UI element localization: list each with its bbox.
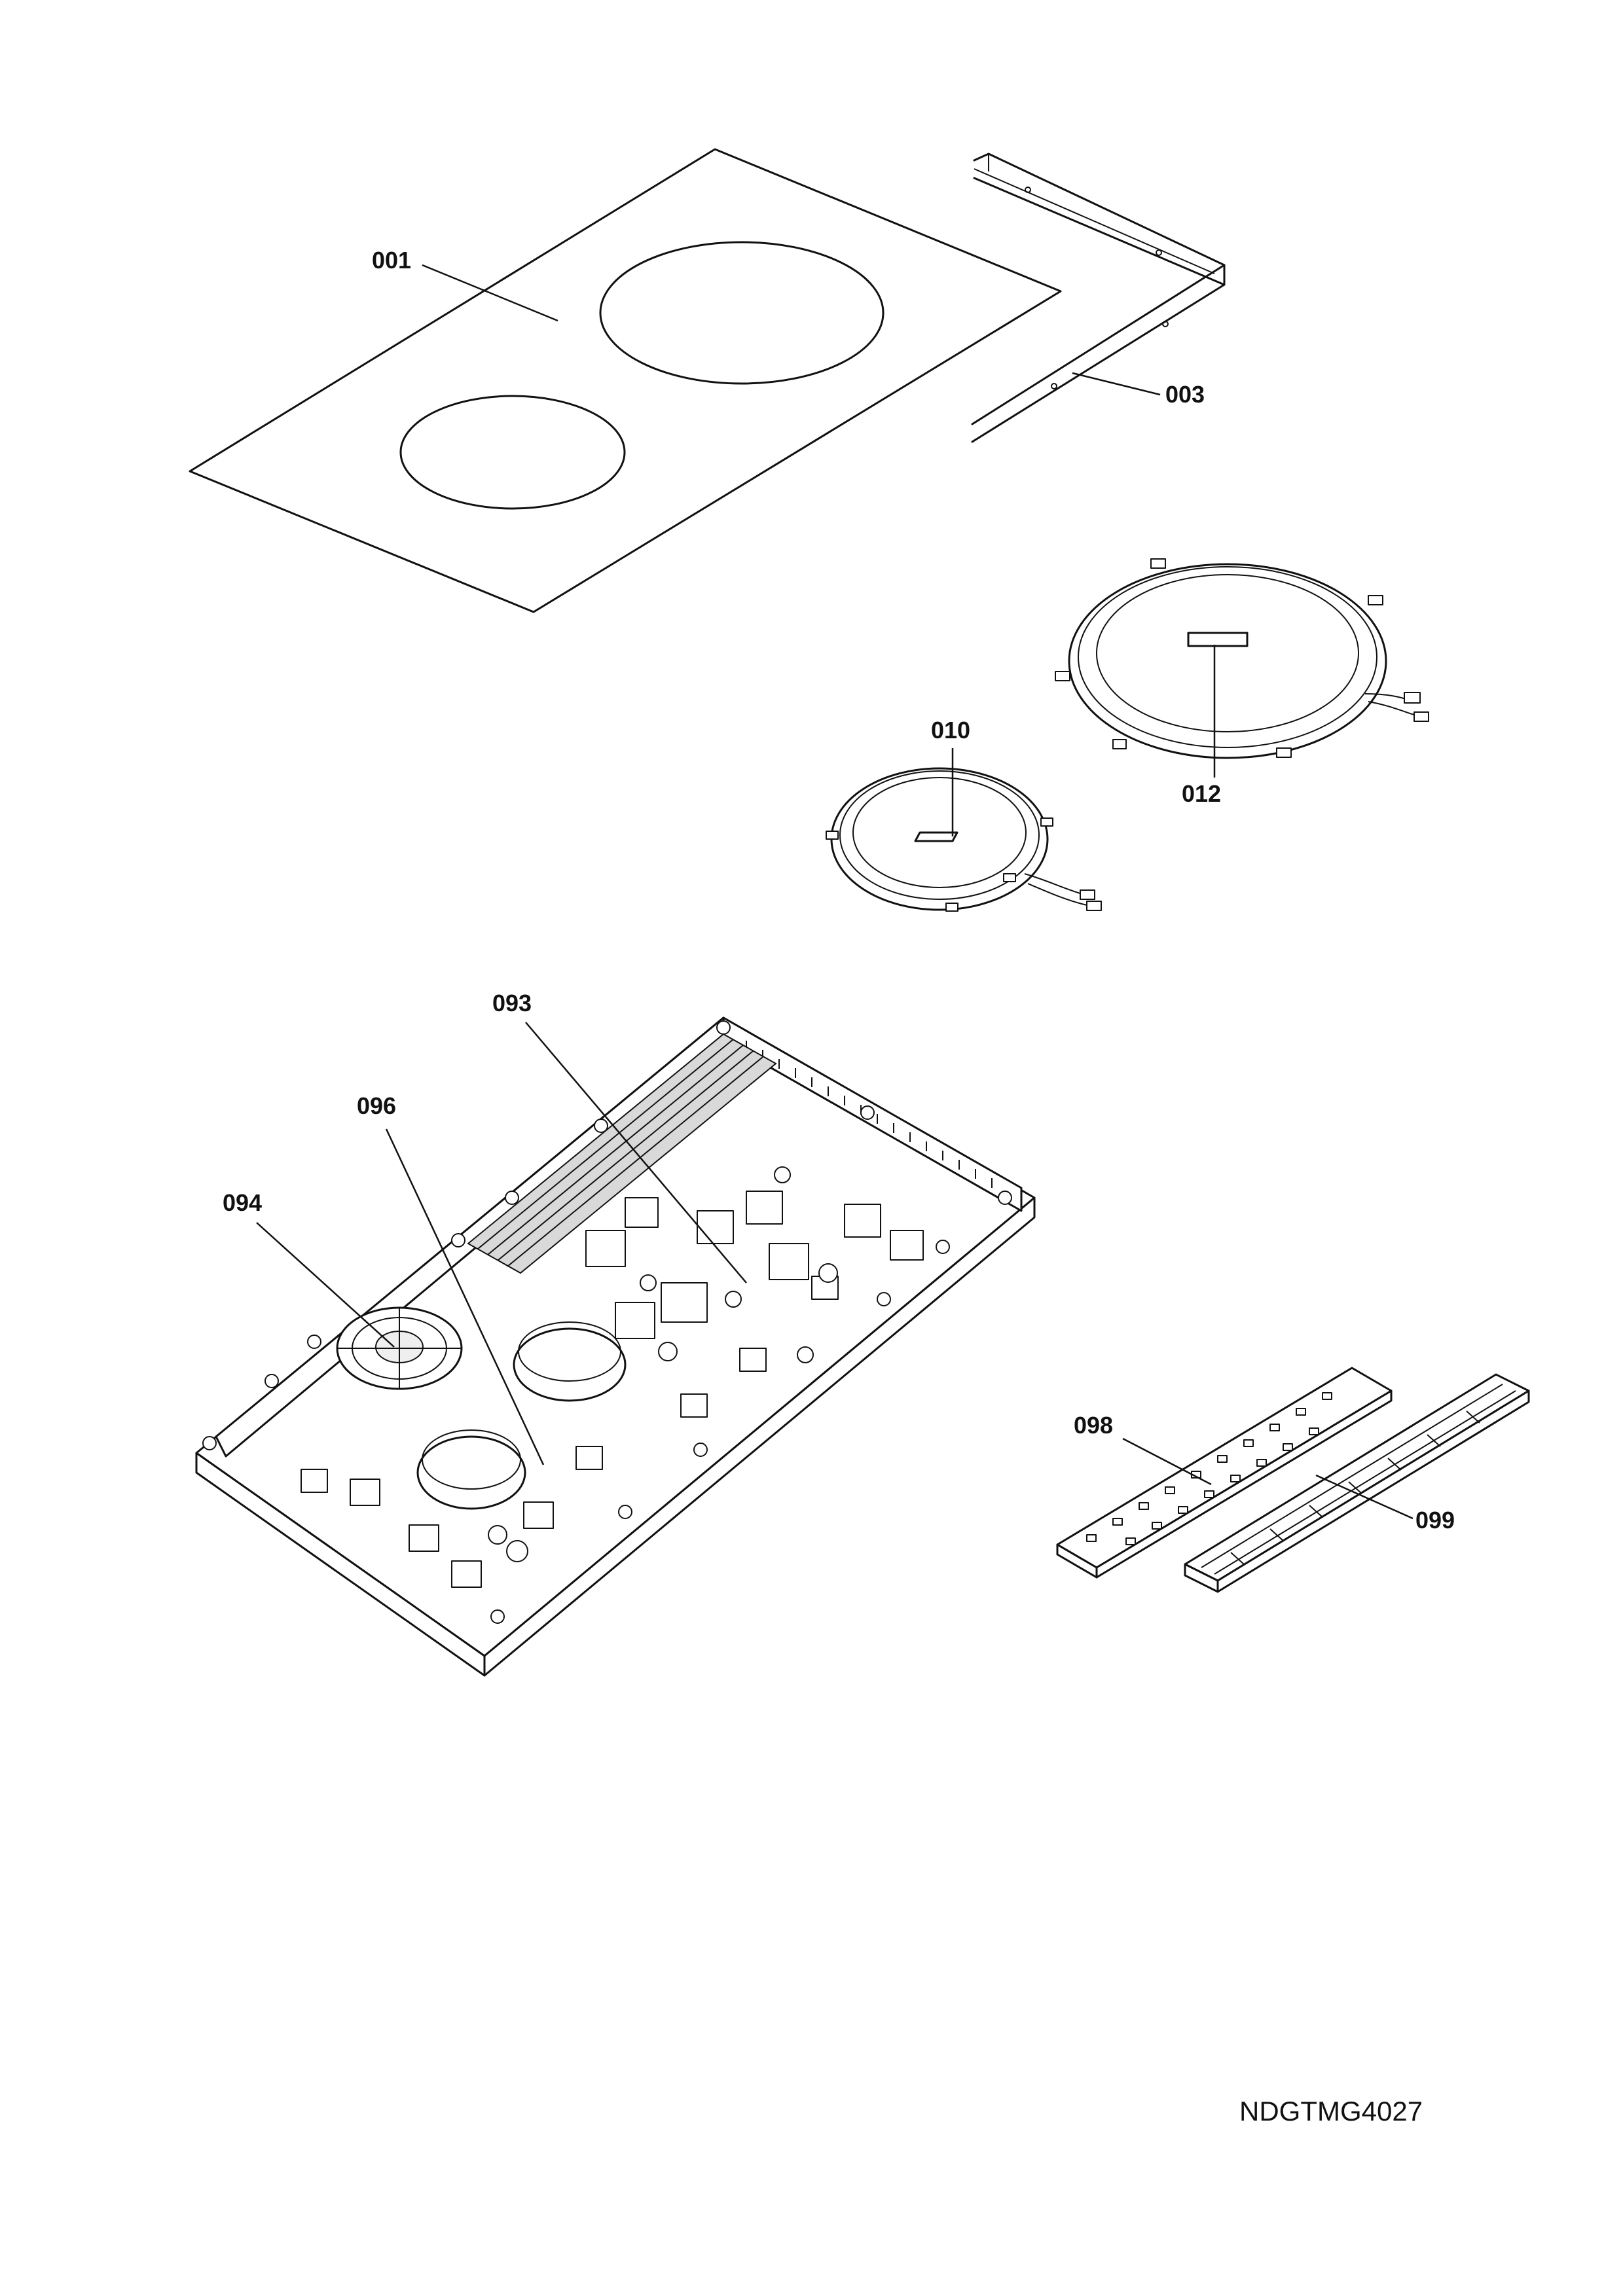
frame-drawing (971, 152, 1226, 443)
label-003: 003 (1165, 381, 1205, 408)
leader-094 (256, 1222, 395, 1348)
leader-093 (525, 1022, 747, 1283)
large-coil-drawing (1055, 558, 1429, 759)
small-coil-drawing (826, 767, 1102, 912)
leader-lines (256, 264, 1413, 1520)
control-cover-drawing (1184, 1373, 1530, 1593)
glass-top-drawing (189, 148, 1062, 613)
label-093: 093 (492, 990, 532, 1016)
label-010: 010 (931, 717, 970, 744)
leader-099 (1315, 1474, 1413, 1520)
label-096: 096 (357, 1092, 396, 1119)
leader-098 (1122, 1437, 1212, 1486)
label-012: 012 (1182, 780, 1221, 807)
part-labels: 001 003 010 012 093 094 096 098 099 (223, 247, 1455, 1534)
label-099: 099 (1415, 1507, 1455, 1534)
leader-001 (422, 264, 558, 322)
drawing-code: NDGTMG4027 (1239, 2096, 1423, 2126)
power-board-drawing (195, 1016, 1036, 1677)
leader-096 (385, 1128, 545, 1465)
control-board-drawing (1056, 1367, 1393, 1579)
leader-003 (1072, 372, 1161, 396)
label-094: 094 (223, 1189, 262, 1216)
label-098: 098 (1074, 1412, 1113, 1439)
label-001: 001 (372, 247, 411, 274)
